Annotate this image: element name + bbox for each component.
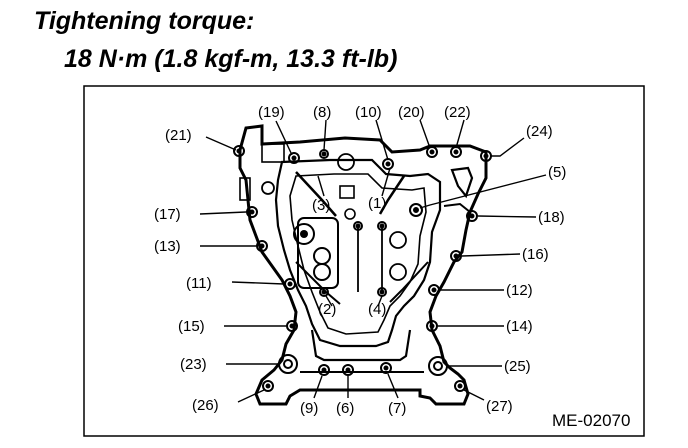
strut-lower-right <box>389 261 429 303</box>
torque-title: Tightening torque: <box>34 7 255 35</box>
callout-1: (1) <box>368 195 386 212</box>
lower-opening <box>310 329 412 362</box>
strut-right <box>378 175 406 215</box>
pump-gear-hub <box>300 230 308 238</box>
callout-8: (8) <box>313 104 331 121</box>
pump-housing <box>297 217 339 289</box>
callout-20: (20) <box>398 104 425 121</box>
callout-3: (3) <box>312 197 330 214</box>
gasket-channel <box>274 158 442 348</box>
callout-4: (4) <box>368 301 386 318</box>
cover-outline <box>238 124 488 406</box>
pump-gear <box>293 223 315 245</box>
callout-14: (14) <box>506 318 533 335</box>
callout-13: (13) <box>154 238 181 255</box>
top-slot <box>339 185 355 199</box>
callout-23: (23) <box>180 356 207 373</box>
callout-12: (12) <box>506 282 533 299</box>
leader-lines <box>199 119 547 403</box>
callout-10: (10) <box>355 104 382 121</box>
callout-15: (15) <box>178 318 205 335</box>
callout-27: (27) <box>486 398 513 415</box>
callout-21: (21) <box>165 127 192 144</box>
figure-code: ME-02070 <box>552 411 630 430</box>
callout-18: (18) <box>538 209 565 226</box>
center-hole <box>344 208 356 220</box>
left-boss <box>261 181 275 195</box>
pump-port-upper <box>313 247 331 265</box>
callout-22: (22) <box>444 104 471 121</box>
right-cavity-2 <box>389 263 407 281</box>
left-tab <box>239 177 251 201</box>
pipe-bracket <box>443 202 471 213</box>
figure-frame <box>83 85 645 437</box>
gasket-channel-inner <box>289 173 427 335</box>
callout-19: (19) <box>258 104 285 121</box>
callout-25: (25) <box>504 358 531 375</box>
callout-24: (24) <box>526 123 553 140</box>
callout-26: (26) <box>192 397 219 414</box>
callout-6: (6) <box>336 400 354 417</box>
torque-value: 18 N·m (1.8 kgf-m, 13.3 ft-lb) <box>64 45 398 73</box>
callout-16: (16) <box>522 246 549 263</box>
callout-7: (7) <box>388 400 406 417</box>
callout-17: (17) <box>154 206 181 223</box>
pump-port-lower <box>313 263 331 281</box>
bolt-set <box>233 145 492 392</box>
callout-5: (5) <box>548 164 566 181</box>
top-boss <box>337 153 355 171</box>
callout-9: (9) <box>300 400 318 417</box>
sensor-pipe <box>450 166 474 199</box>
left-tower-block <box>261 143 285 163</box>
right-cavity-1 <box>389 231 407 249</box>
callout-2: (2) <box>318 301 336 318</box>
callout-11: (11) <box>186 275 212 292</box>
strut-left <box>295 171 337 217</box>
